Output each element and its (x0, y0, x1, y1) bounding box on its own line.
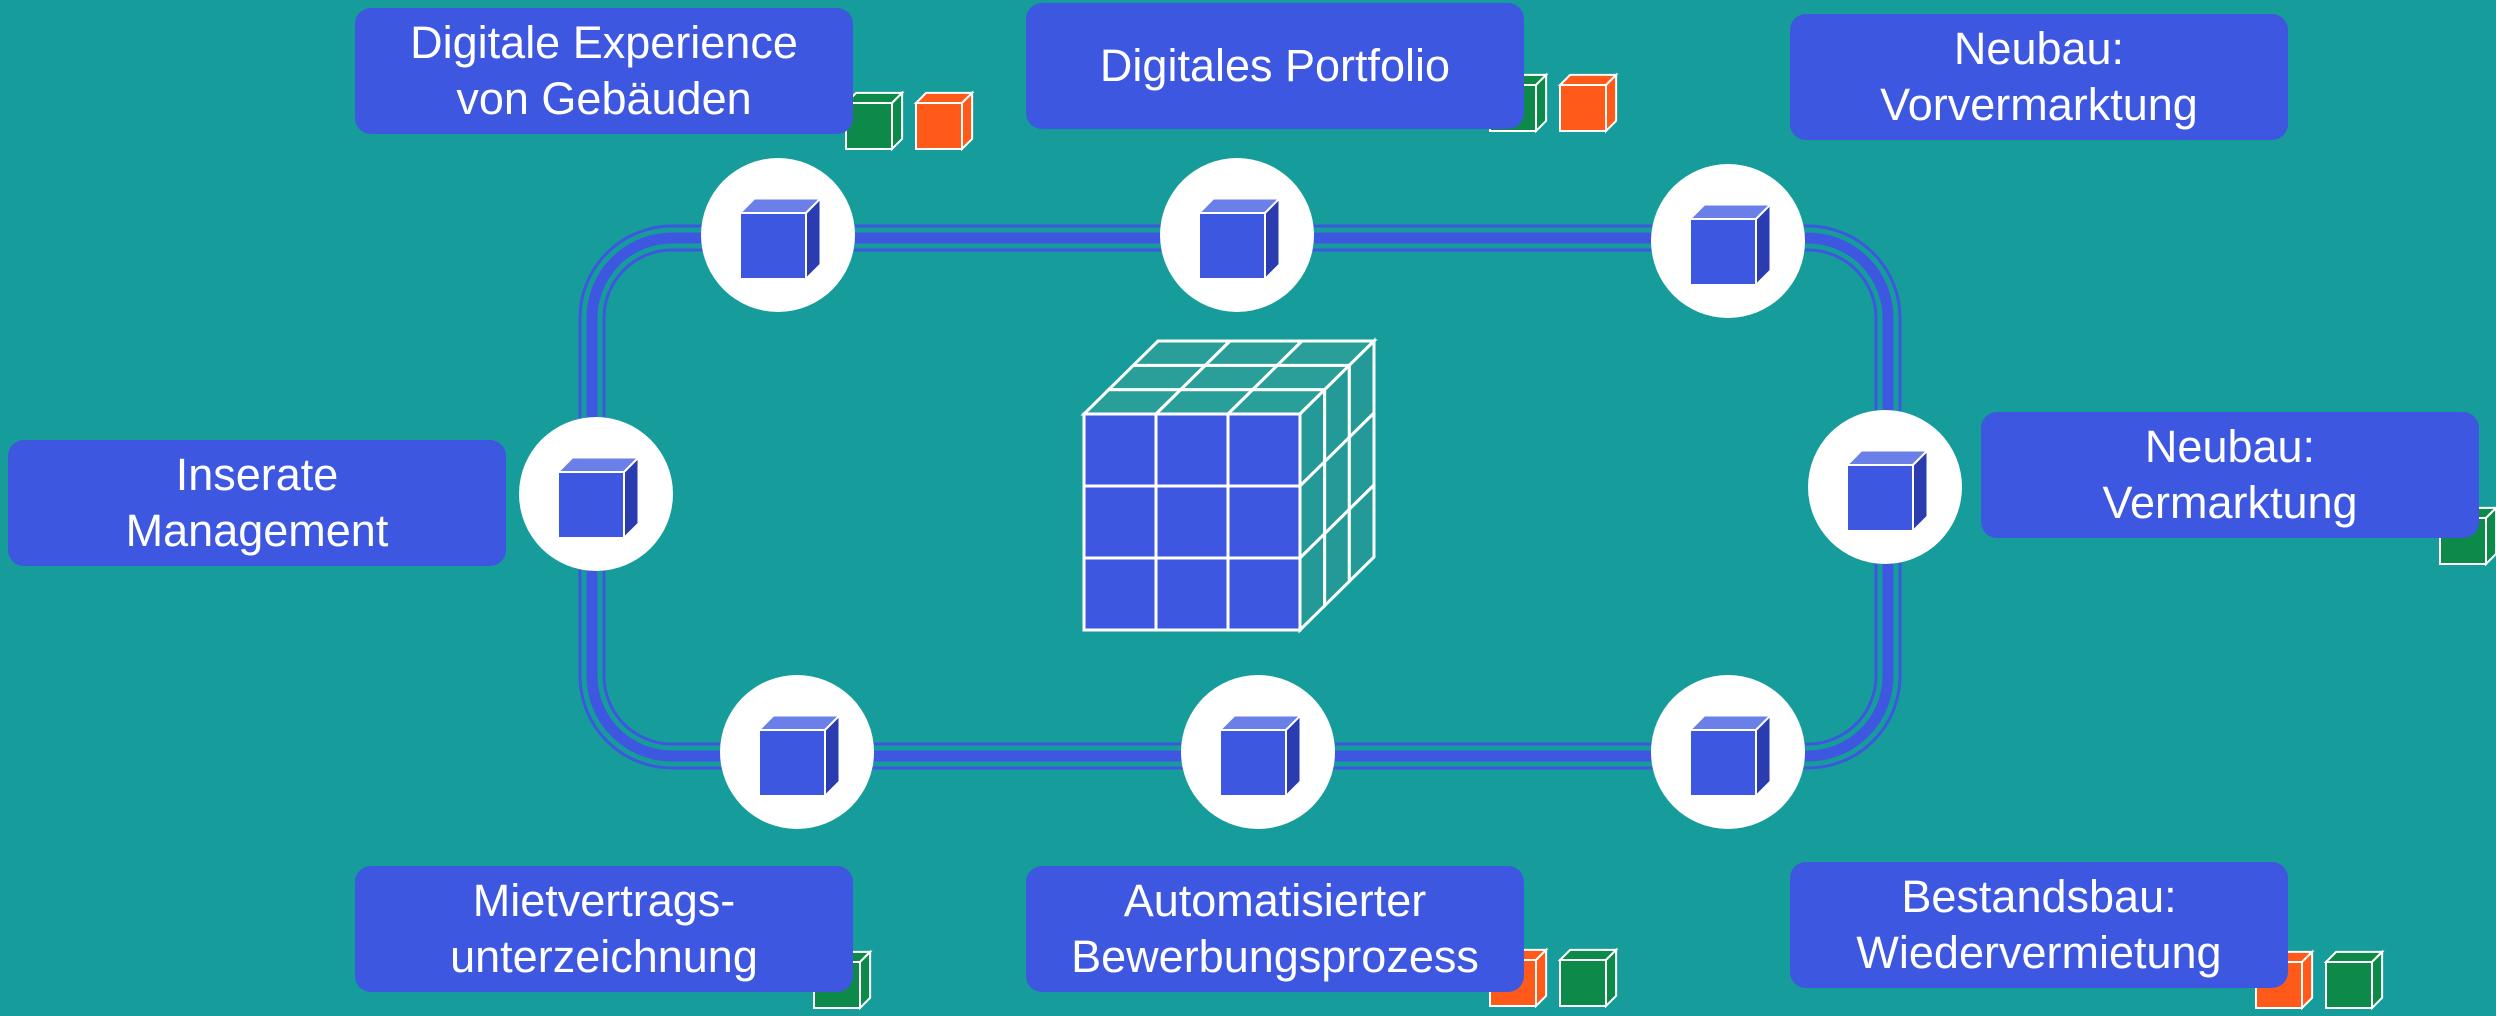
label-neubau-vorvermarktung: Neubau: Vorvermarktung (1790, 14, 2288, 140)
label-mietvertragsunterzeichnung: Mietvertrags- unterzeichnung (355, 866, 853, 992)
label-line: Vorvermarktung (1880, 79, 2198, 130)
badge-orange-cube-icon (1557, 72, 1619, 134)
node-cube-front (1846, 464, 1914, 532)
cube-icon (756, 713, 842, 799)
label-line: Digitale Experience (410, 17, 798, 68)
label-line: Digitales Portfolio (1099, 40, 1451, 91)
label-line: Neubau: (1953, 23, 2125, 74)
cube-icon (1217, 713, 1303, 799)
cube-icon (1196, 196, 1282, 282)
node-cube-front (1689, 218, 1757, 286)
node-cube-front (1219, 729, 1287, 797)
center-cube-front-cell (1226, 556, 1302, 632)
cube-icon (1844, 448, 1930, 534)
node-digitales-portfolio (1160, 158, 1314, 312)
node-cube-side (805, 196, 822, 282)
node-cube-front (1689, 729, 1757, 797)
node-cube-side (1755, 202, 1772, 288)
label-line: Mietvertrags- (472, 875, 736, 926)
label-line: Bestandsbau: (1901, 871, 2177, 922)
center-cube-front-cell (1226, 484, 1302, 560)
node-digitale-experience (701, 158, 855, 312)
badge-cube-side (2301, 949, 2314, 1011)
badge-cube-side (1535, 72, 1548, 134)
label-line: Automatisierter (1123, 875, 1427, 926)
badge-cube-side (1535, 947, 1548, 1009)
label-line: Bewerbungsprozess (1071, 931, 1479, 982)
badge-cube-front (2325, 961, 2373, 1009)
badge-green-cube-icon (843, 90, 905, 152)
center-cube-front-cell (1226, 412, 1302, 488)
center-cube-icon (1080, 337, 1378, 634)
center-cube-front-cell (1154, 556, 1230, 632)
node-cube-front (557, 471, 625, 539)
node-cube-front (739, 212, 807, 280)
label-automatisierter-bewerbungsprozess: Automatisierter Bewerbungsprozess (1026, 866, 1524, 992)
badge-cube-side (1605, 72, 1618, 134)
cube-icon (1687, 202, 1773, 288)
badge-cube-front (915, 102, 963, 150)
node-bestandsbau-wiedervermietung (1651, 675, 1805, 829)
cube-icon (737, 196, 823, 282)
center-cube-side-cell (1347, 481, 1376, 585)
label-line: unterzeichnung (450, 931, 758, 982)
node-cube-side (1285, 713, 1302, 799)
node-cube-side (824, 713, 841, 799)
node-automatisierter-bewerbungsprozess (1181, 675, 1335, 829)
label-line: Neubau: (2144, 421, 2316, 472)
label-line: Inserate (175, 449, 339, 500)
badge-cube-side (2371, 949, 2384, 1011)
label-neubau-vermarktung: Neubau: Vermarktung (1981, 412, 2479, 538)
node-neubau-vorvermarktung (1651, 164, 1805, 318)
node-cube-side (1912, 448, 1929, 534)
label-line: Management (125, 505, 389, 556)
badge-cube-side (961, 90, 974, 152)
label-digitales-portfolio: Digitales Portfolio (1026, 3, 1524, 129)
badge-cube-front (1559, 959, 1607, 1007)
node-cube-front (758, 729, 826, 797)
node-cube-front (1198, 212, 1266, 280)
badge-cube-side (2485, 506, 2496, 567)
label-line: von Gebäuden (456, 73, 752, 124)
node-neubau-vermarktung (1808, 410, 1962, 564)
center-cube-front-cell (1082, 412, 1158, 488)
badge-orange-cube-icon (913, 90, 975, 152)
badge-cube-side (891, 90, 904, 152)
node-cube-side (623, 455, 640, 541)
center-cube-front-cell (1154, 412, 1230, 488)
label-line: Wiedervermietung (1856, 927, 2222, 978)
node-cube-side (1264, 196, 1281, 282)
label-inserate-management: Inserate Management (8, 440, 506, 566)
cube-icon (1687, 713, 1773, 799)
badge-cube-front (1559, 84, 1607, 132)
node-inserate-management (519, 417, 673, 571)
node-mietvertragsunterzeichnung (720, 675, 874, 829)
label-line: Vermarktung (2102, 477, 2358, 528)
badge-green-cube-icon (1557, 947, 1619, 1009)
label-bestandsbau-wiedervermietung: Bestandsbau: Wiedervermietung (1790, 862, 2288, 988)
badge-cube-side (859, 949, 872, 1011)
node-cube-side (1755, 713, 1772, 799)
center-cube-front-cell (1154, 484, 1230, 560)
process-nodes (519, 158, 1962, 829)
badge-green-cube-icon (2323, 949, 2385, 1011)
label-digitale-experience: Digitale Experience von Gebäuden (355, 8, 853, 134)
center-cube-front-cell (1082, 556, 1158, 632)
cube-icon (555, 455, 641, 541)
badge-cube-side (1605, 947, 1618, 1009)
center-cube-front-cell (1082, 484, 1158, 560)
